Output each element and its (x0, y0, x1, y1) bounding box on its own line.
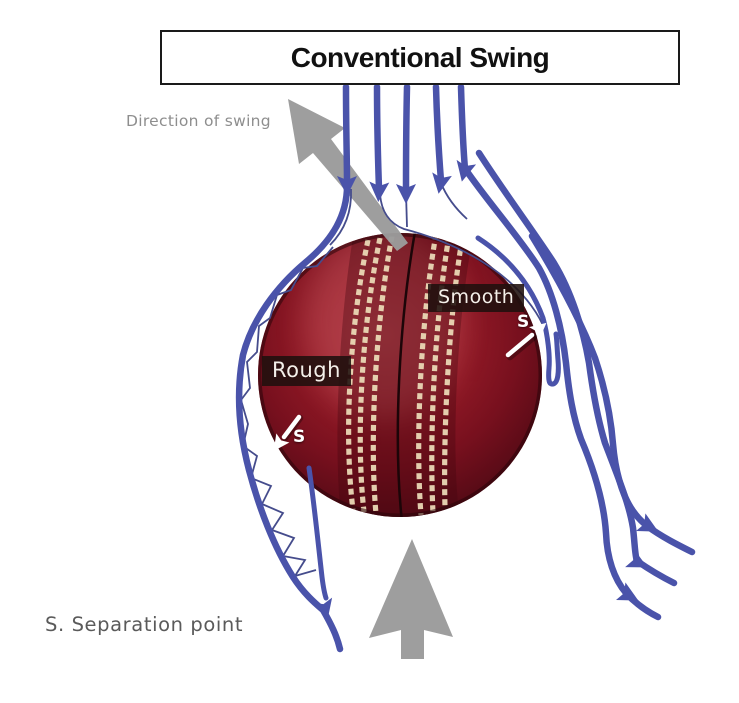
arrowhead-icon (273, 433, 290, 452)
stitch-row (416, 233, 439, 516)
arrowhead-icon (396, 184, 416, 204)
title-box: Conventional Swing (160, 30, 680, 85)
smooth-side-label: Smooth (428, 284, 525, 312)
arrowhead-icon (616, 582, 639, 601)
rough-side-label: Rough (262, 356, 351, 386)
boundary-line (379, 192, 549, 339)
streamline-top-1 (342, 83, 351, 187)
streamline-right-outer (528, 232, 696, 556)
separation-arrows (273, 322, 547, 452)
airflow-up-arrow-icon (369, 539, 453, 659)
streamline-top-5 (457, 83, 469, 173)
streamline-left-inner-merge (306, 465, 329, 601)
stitch-row (429, 235, 452, 514)
stitch-row (370, 235, 395, 515)
stitch-row (346, 239, 371, 511)
separation-arrow-right (505, 332, 535, 358)
streamline-arrowheads (312, 159, 659, 620)
boundary-layer-lines (240, 182, 549, 578)
streamline-top-4 (432, 83, 445, 185)
arrowhead-icon (369, 181, 390, 202)
stitch-row (357, 237, 383, 513)
arrowhead-icon (312, 597, 333, 620)
stitch-row (442, 239, 465, 509)
seam-center-line (396, 233, 418, 517)
arrowhead-icon (432, 172, 452, 194)
direction-of-swing-label: Direction of swing (126, 112, 271, 130)
boundary-line (329, 188, 352, 246)
page-title: Conventional Swing (290, 41, 550, 73)
boundary-line (440, 182, 468, 220)
separation-marker-left: S (293, 427, 306, 447)
separation-point-legend: S. Separation point (45, 613, 244, 636)
streamline-right-inner (462, 166, 662, 621)
seam-stitching (346, 233, 465, 516)
arrow-shadow (506, 333, 538, 361)
streamlines (235, 83, 696, 653)
arrowhead-icon (636, 513, 659, 532)
arrowhead-icon (337, 176, 357, 196)
arrowhead-icon (625, 549, 648, 568)
arrowhead-icon (456, 159, 477, 182)
arrowhead-icon (529, 322, 547, 340)
turbulent-boundary-zigzag (240, 246, 334, 578)
separation-marker-right: S (517, 312, 530, 332)
streamline-top-2 (373, 83, 383, 193)
separation-hook-line (475, 235, 561, 387)
separation-arrow-left (281, 414, 302, 440)
streamline-top-3 (402, 83, 411, 195)
